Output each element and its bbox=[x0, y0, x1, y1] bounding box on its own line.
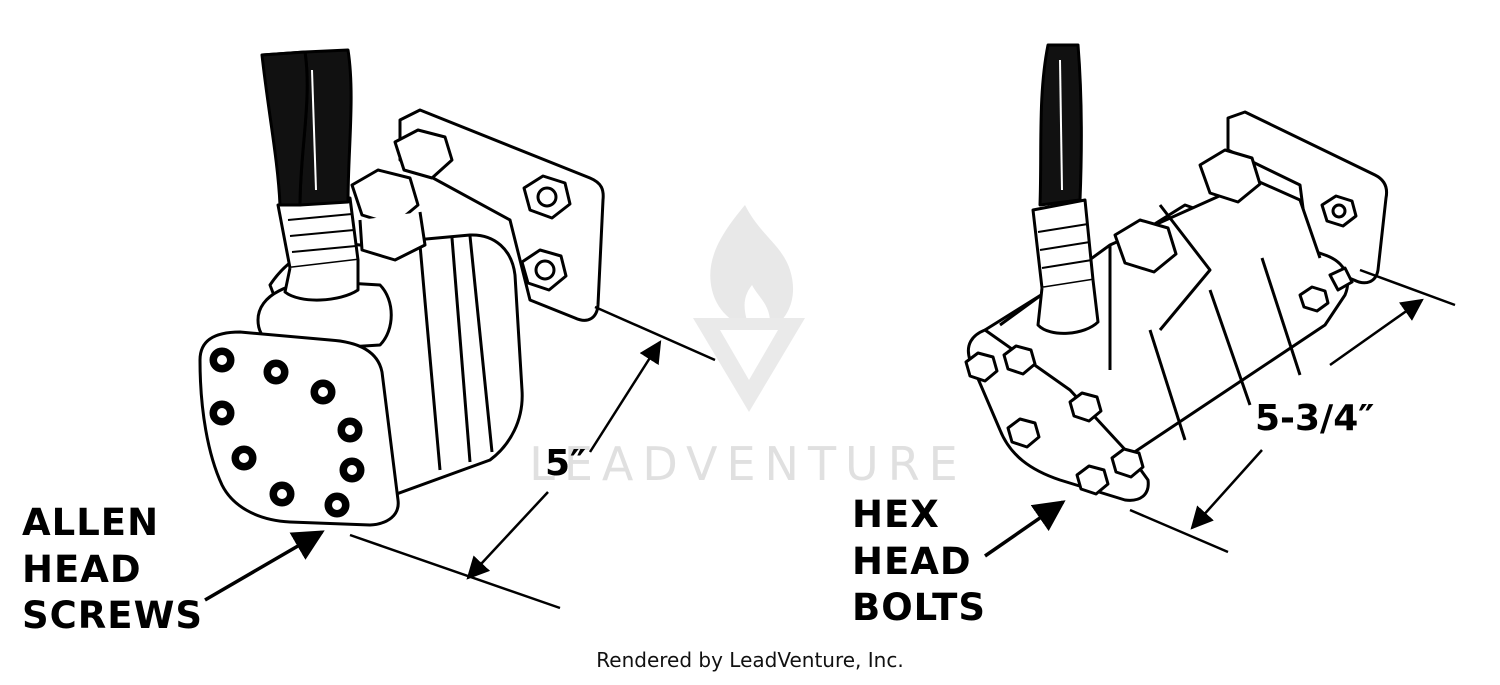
allen-callout-line-1: ALLEN bbox=[22, 501, 159, 544]
v-mark-icon bbox=[693, 318, 805, 412]
hex-callout-line-3: BOLTS bbox=[852, 586, 986, 629]
hex-bolt-icon bbox=[1002, 344, 1037, 376]
hex-bolt-icon bbox=[964, 351, 999, 383]
left-flange-bolts bbox=[520, 174, 572, 292]
footer-credit: Rendered by LeadVenture, Inc. bbox=[596, 648, 904, 672]
allen-callout-arrow bbox=[204, 530, 325, 602]
right-dimension bbox=[1129, 268, 1456, 554]
hex-callout-line-2: HEAD bbox=[852, 540, 972, 583]
right-hose-fitting bbox=[1031, 198, 1095, 290]
hex-bolt-icon bbox=[393, 128, 454, 180]
allen-callout-line-2: HEAD bbox=[22, 548, 142, 591]
hex-head-callout: HEX HEAD BOLTS bbox=[852, 493, 1066, 629]
right-dimension-label: 5-3/4″ bbox=[1255, 398, 1374, 439]
hex-bolt-icon bbox=[1006, 417, 1041, 449]
hex-bolt-icon bbox=[1075, 464, 1110, 496]
right-mount-flange bbox=[1226, 110, 1389, 285]
hex-bolt-icon bbox=[1198, 148, 1262, 204]
watermark-logo: LEADVENTURE bbox=[529, 205, 967, 491]
allen-head-callout: ALLEN HEAD SCREWS bbox=[22, 501, 325, 637]
hex-bolt-icon bbox=[1110, 447, 1145, 479]
left-hydraulic-motor bbox=[198, 48, 605, 527]
flame-icon bbox=[710, 205, 794, 330]
left-dimension-arrow bbox=[588, 340, 662, 453]
allen-callout-line-3: SCREWS bbox=[22, 594, 203, 637]
hex-bolt-icon bbox=[350, 168, 420, 227]
right-end-cap bbox=[966, 328, 1150, 502]
hex-callout-arrow bbox=[984, 500, 1066, 558]
left-dimension-label: 5″ bbox=[545, 443, 586, 484]
left-dimension bbox=[349, 305, 716, 610]
hex-bolt-icon bbox=[1068, 391, 1103, 423]
watermark-text: LEADVENTURE bbox=[529, 437, 967, 491]
hex-bolt-icon bbox=[1298, 285, 1330, 313]
allen-screws bbox=[209, 347, 365, 518]
hex-bolt-icon bbox=[1113, 218, 1178, 274]
hex-head-bolts bbox=[964, 344, 1145, 496]
right-hydraulic-motor bbox=[964, 43, 1389, 502]
hex-callout-line-1: HEX bbox=[852, 493, 940, 536]
